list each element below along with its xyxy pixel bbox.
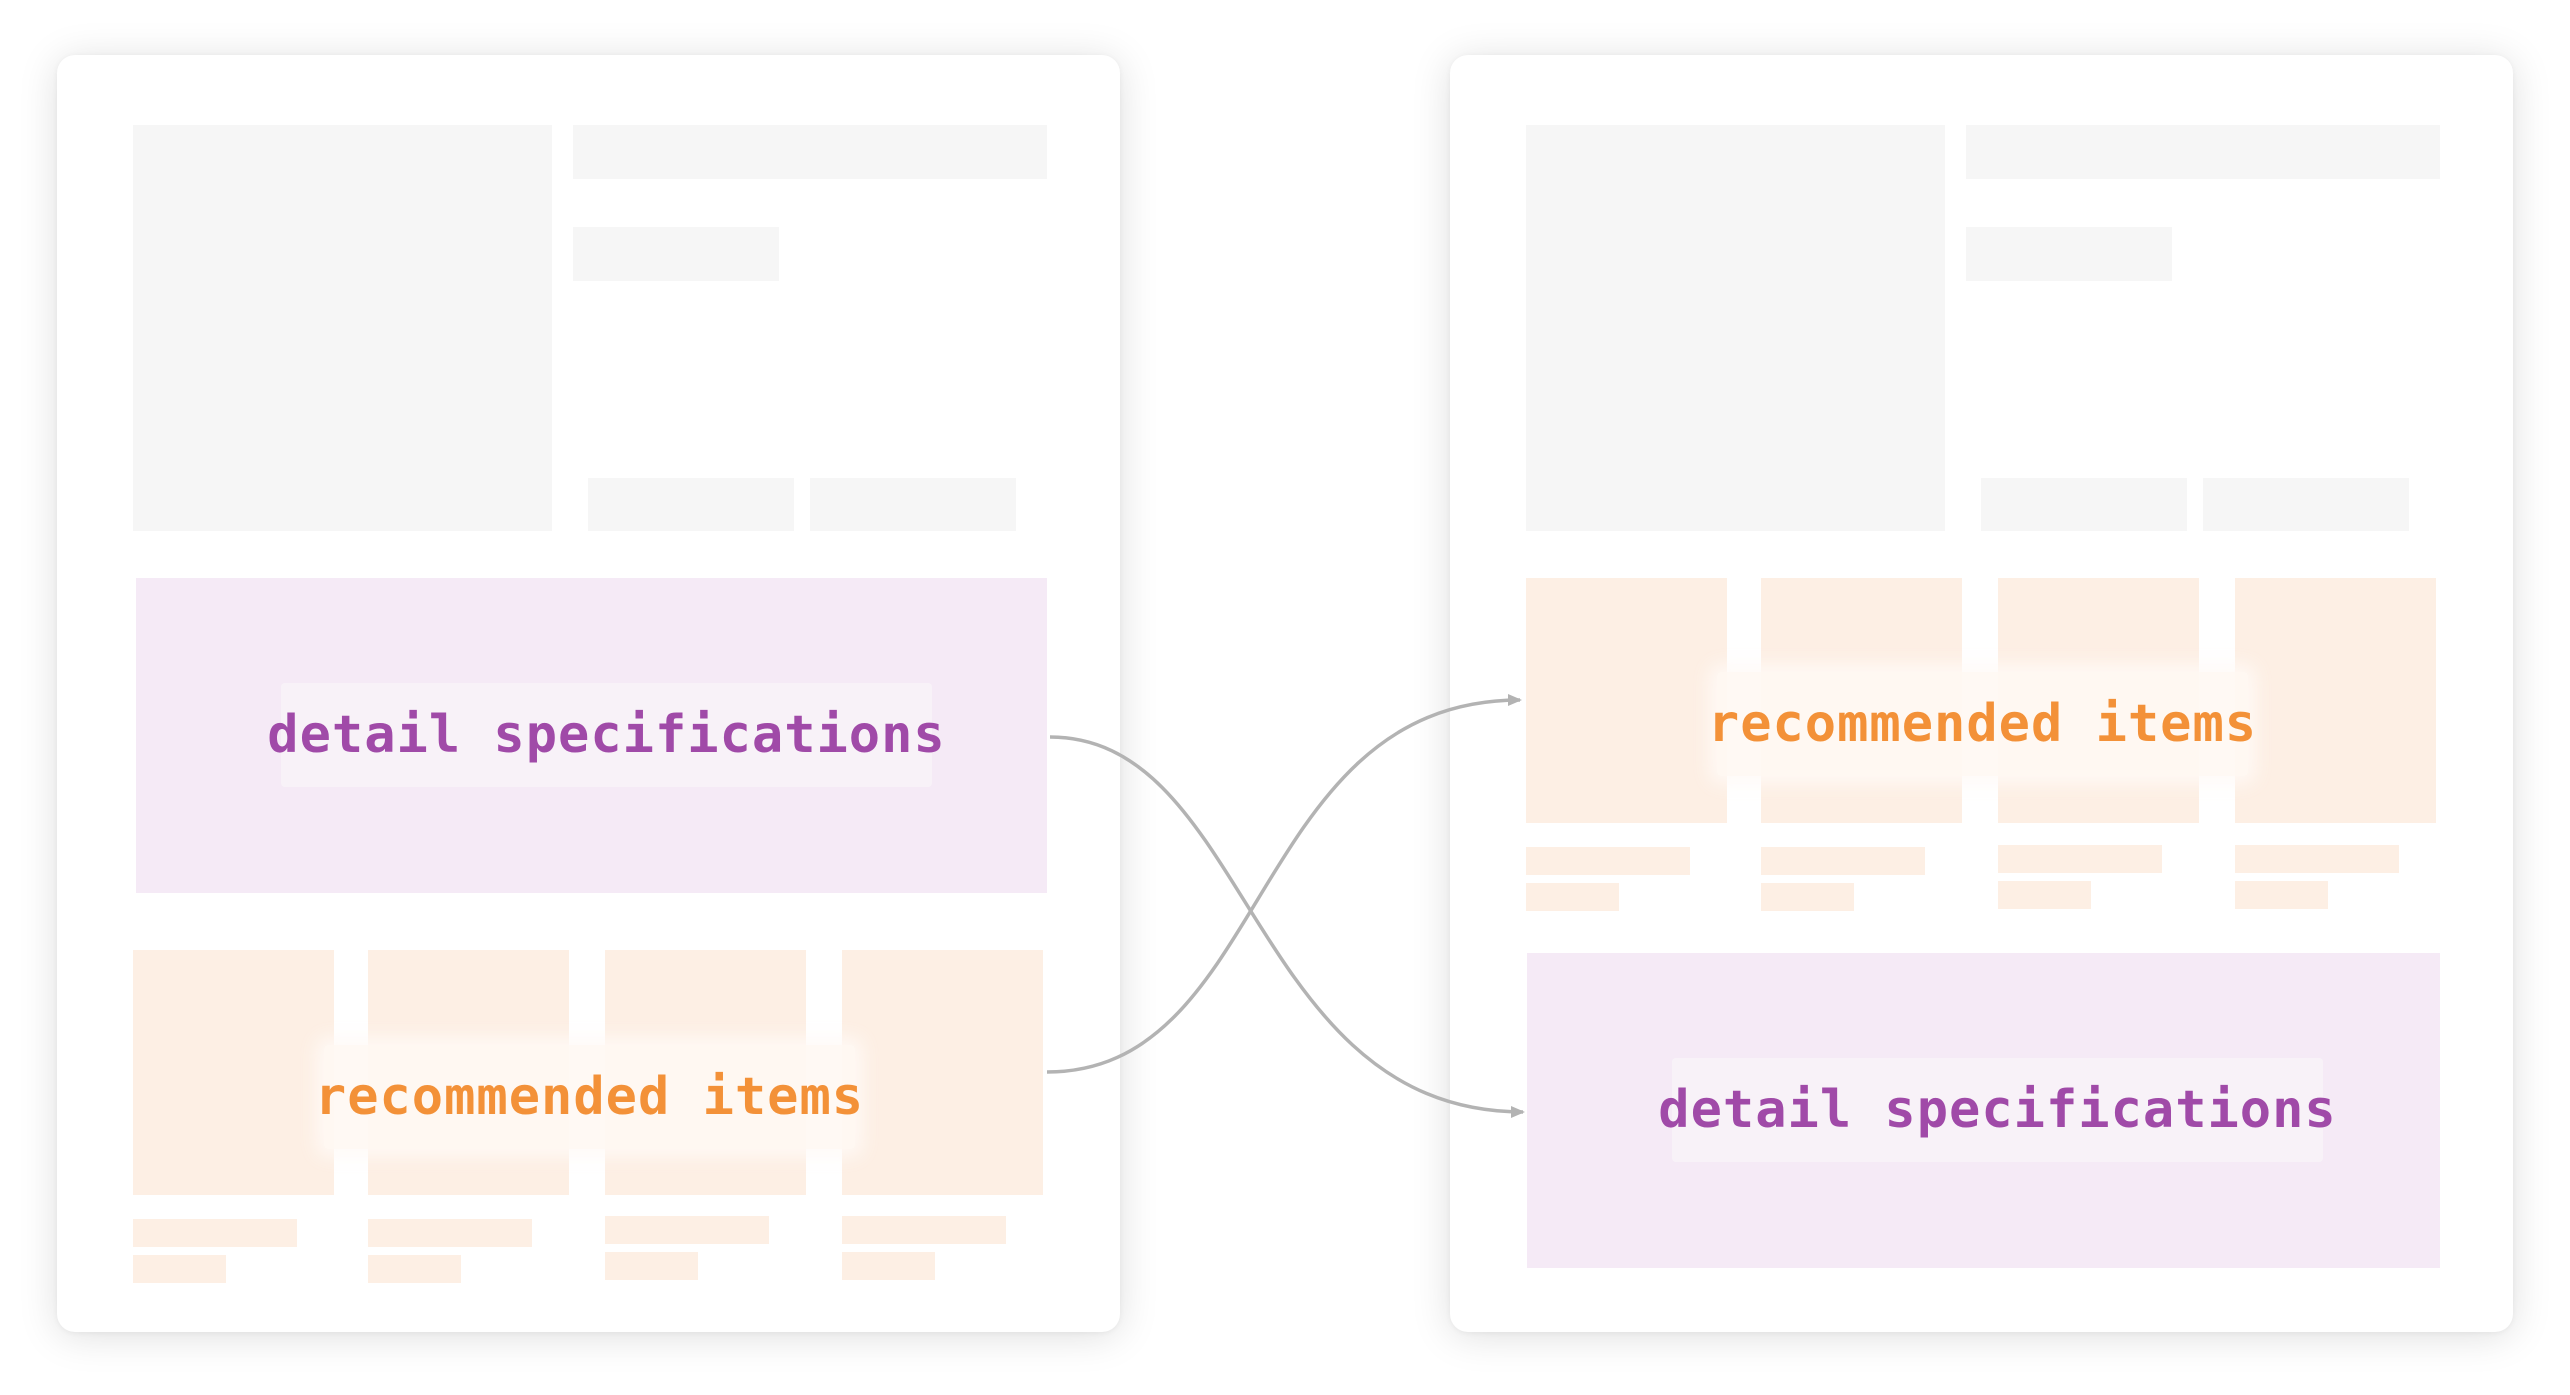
rec-item-image xyxy=(1526,578,1727,823)
rec-item-title xyxy=(1761,847,1925,875)
rec-item-price xyxy=(368,1255,461,1283)
spec-label: detail specifications xyxy=(1658,1058,2336,1162)
action-button-placeholder xyxy=(2203,478,2409,531)
rec-item-image xyxy=(133,950,334,1195)
rec-label: recommended items xyxy=(1708,672,2256,776)
rec-item-price xyxy=(133,1255,226,1283)
product-price-placeholder xyxy=(573,227,779,281)
rec-item-title xyxy=(2235,845,2399,873)
product-title-placeholder xyxy=(1966,125,2440,179)
rec-move-arrow xyxy=(1046,694,1522,1074)
action-button-placeholder xyxy=(1981,478,2187,531)
rec-item-price xyxy=(1998,881,2091,909)
rec-item-image xyxy=(842,950,1043,1195)
rec-item-price xyxy=(1761,883,1854,911)
product-image-placeholder xyxy=(1526,125,1945,531)
left-page-card: detail specifications recommended items xyxy=(57,55,1120,1332)
action-button-placeholder xyxy=(810,478,1016,531)
rec-item-image xyxy=(2235,578,2436,823)
rec-item-title xyxy=(1998,845,2162,873)
rec-item-title xyxy=(842,1216,1006,1244)
right-page-card: recommended items detail specifications xyxy=(1450,55,2513,1332)
rec-item-title xyxy=(368,1219,532,1247)
rec-item-title xyxy=(605,1216,769,1244)
product-title-placeholder xyxy=(573,125,1047,179)
rec-item-price xyxy=(842,1252,935,1280)
product-price-placeholder xyxy=(1966,227,2172,281)
spec-label: detail specifications xyxy=(267,683,945,787)
spec-move-arrow xyxy=(1049,735,1525,1118)
rec-item-price xyxy=(605,1252,698,1280)
rec-item-price xyxy=(2235,881,2328,909)
rec-label: recommended items xyxy=(315,1045,863,1149)
rec-item-price xyxy=(1526,883,1619,911)
product-image-placeholder xyxy=(133,125,552,531)
rec-item-title xyxy=(133,1219,297,1247)
rec-item-title xyxy=(1526,847,1690,875)
action-button-placeholder xyxy=(588,478,794,531)
